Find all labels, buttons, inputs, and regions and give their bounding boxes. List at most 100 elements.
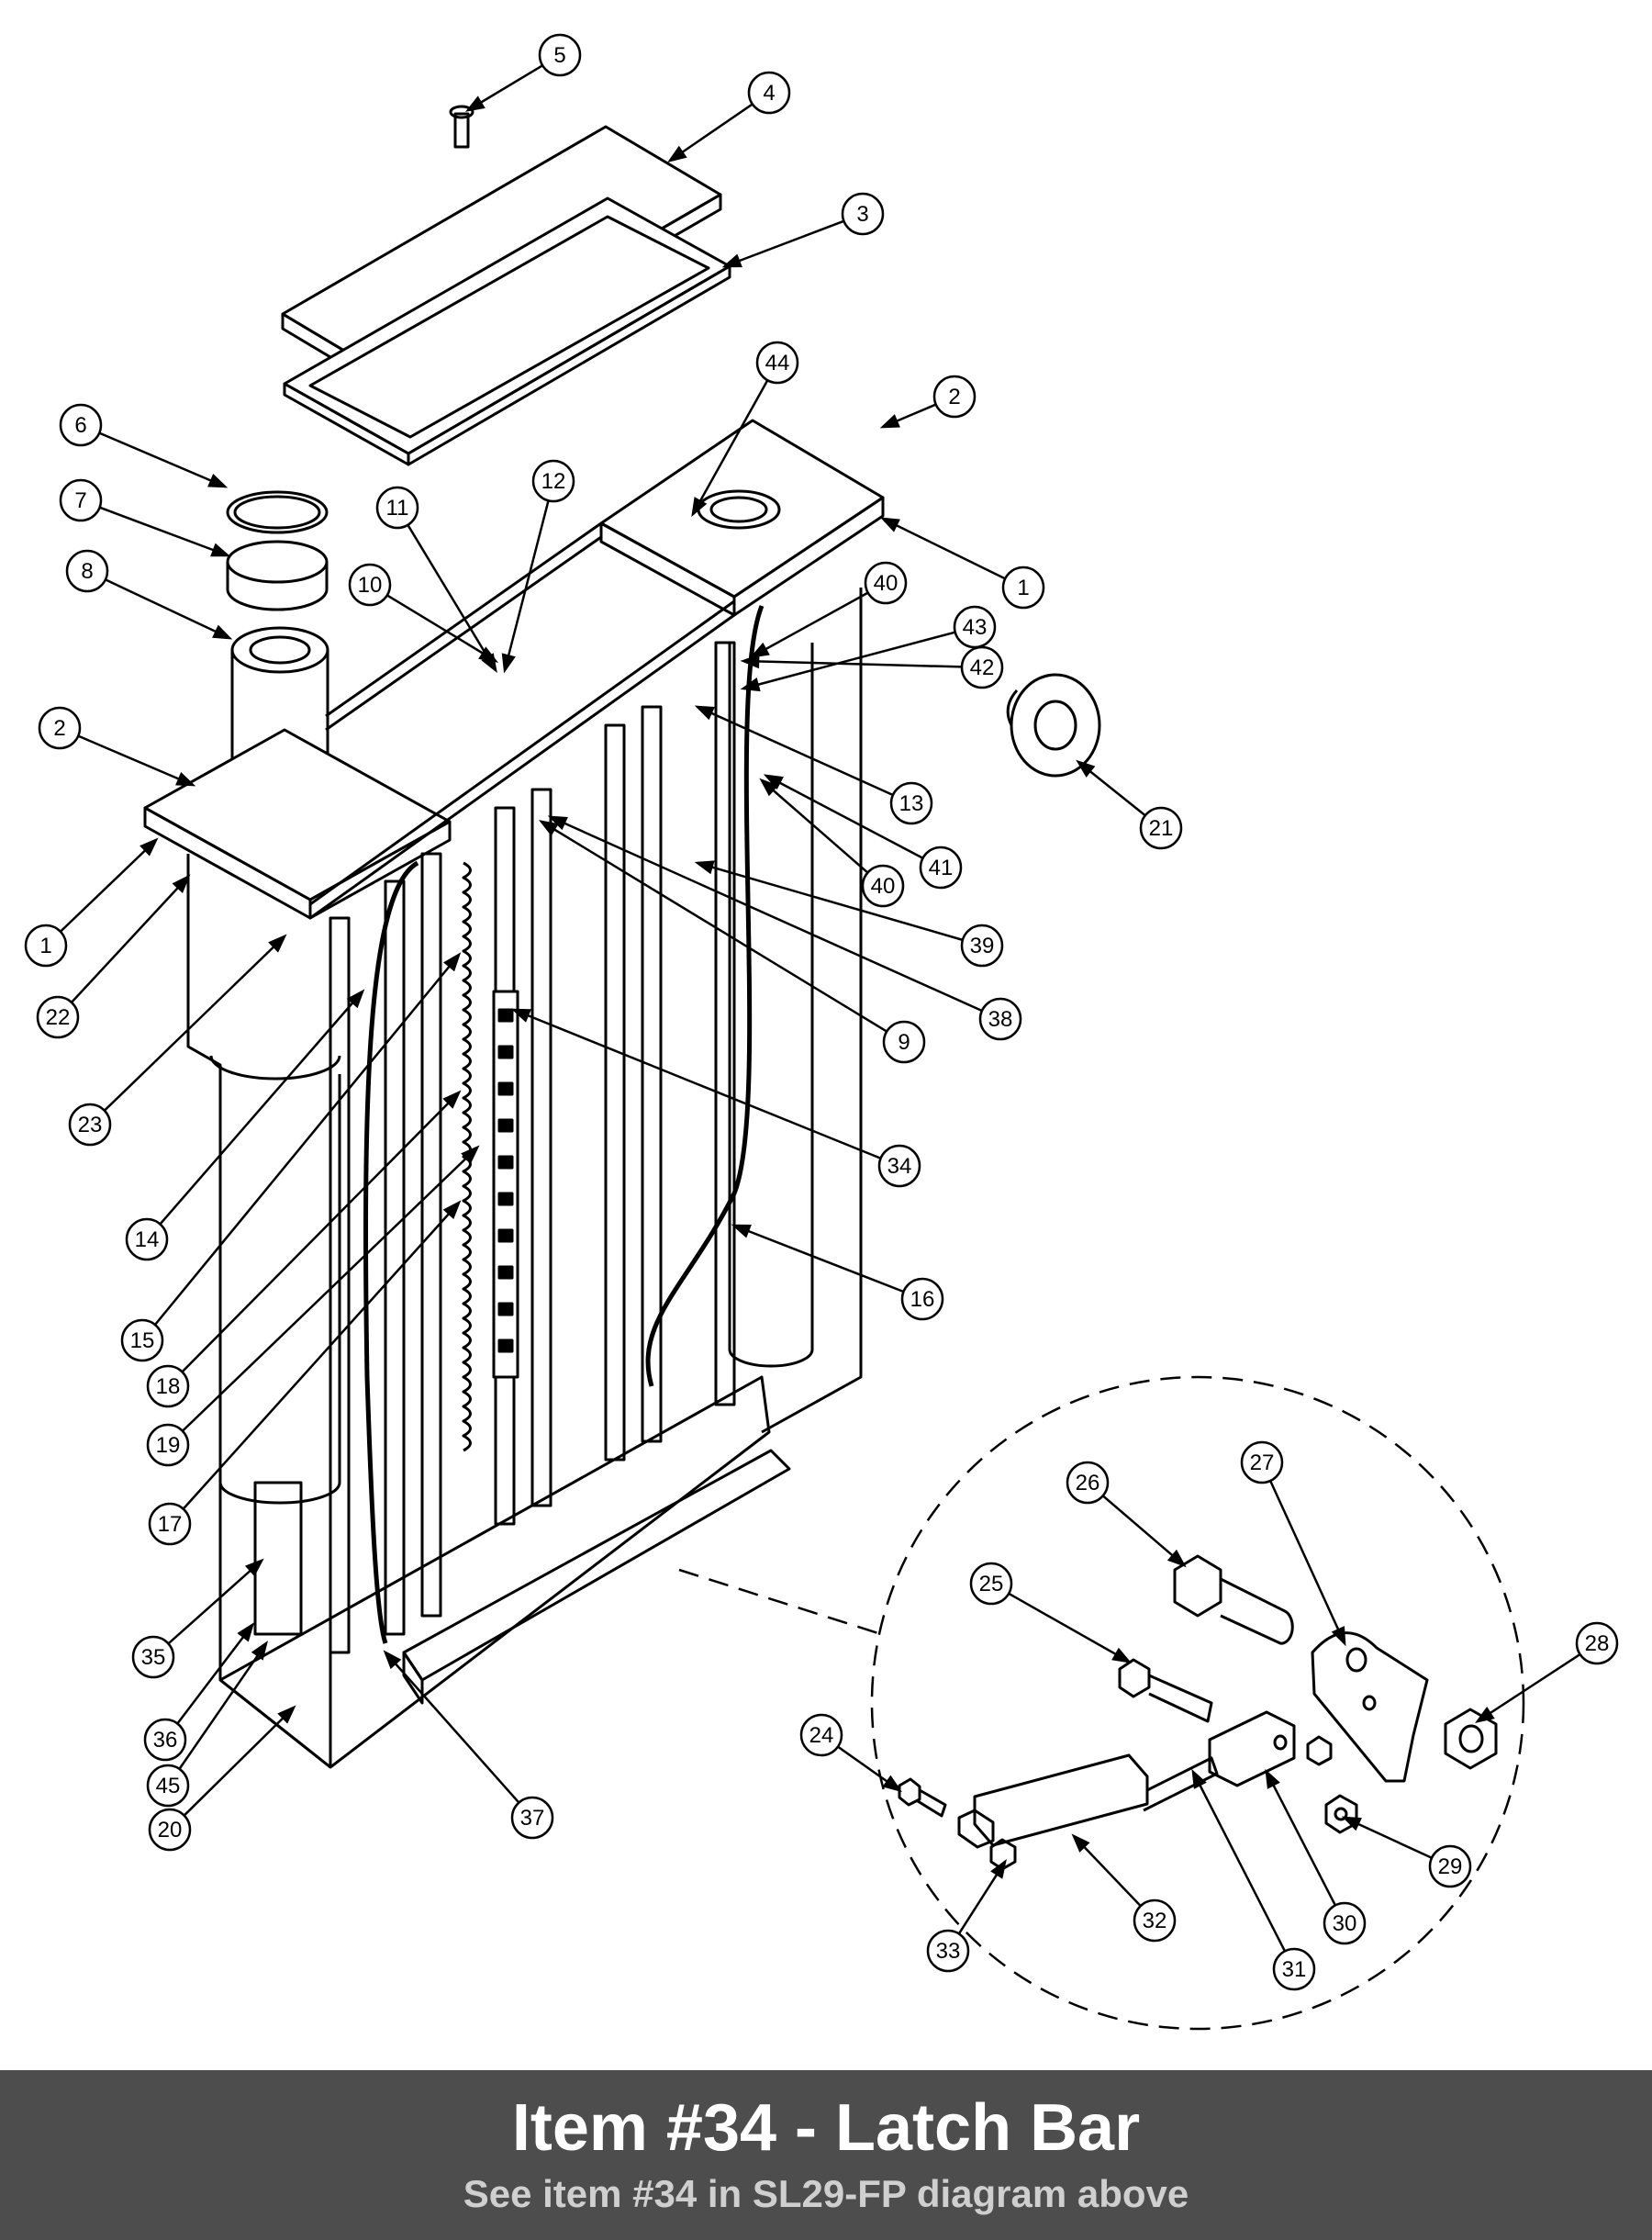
callout-22: 22	[36, 874, 191, 1039]
callout-number: 43	[963, 615, 988, 640]
callout-number: 19	[156, 1433, 181, 1458]
callout-arrowhead	[268, 934, 287, 953]
callout-35: 35	[131, 1558, 264, 1679]
callout-number: 1	[39, 934, 51, 958]
callout-leader	[742, 631, 956, 690]
callout-balloon	[799, 1713, 843, 1757]
callout-number: 21	[1149, 816, 1174, 841]
detail-circle	[870, 1375, 1525, 2031]
callout-number: 32	[1143, 1909, 1167, 1933]
callout-leader	[761, 779, 869, 874]
callout-arrowhead	[879, 517, 900, 532]
callout-number: 4	[763, 81, 775, 106]
callout-balloon	[348, 563, 392, 607]
callout-number: 30	[1333, 1911, 1357, 1936]
callout-balloon	[1066, 1461, 1110, 1505]
callout-14: 14	[125, 989, 365, 1261]
callout-leader	[60, 839, 157, 933]
callout-leader	[181, 1147, 478, 1432]
callout-leader	[513, 1008, 882, 1159]
callout-leader	[733, 1224, 904, 1294]
callout-balloon	[59, 478, 103, 522]
callout-leader	[691, 379, 769, 515]
callout-balloon	[926, 1929, 970, 1973]
callout-balloon	[143, 1718, 187, 1762]
callout-23: 23	[68, 934, 287, 1147]
callout-number: 18	[156, 1374, 181, 1399]
callout-16: 16	[731, 1224, 944, 1321]
callout-arrowhead	[1475, 1707, 1495, 1723]
callout-balloon	[841, 192, 885, 236]
callout-leader	[385, 1652, 520, 1804]
caption-title: Item #34 - Latch Bar	[511, 2091, 1141, 2165]
callout-28: 28	[1475, 1621, 1619, 1723]
callout-number: 33	[936, 1939, 961, 1964]
callout-number: 31	[1282, 1957, 1307, 1982]
callout-36: 36	[143, 1622, 255, 1762]
callouts: 1122345678910111213141516171819202122232…	[24, 33, 1619, 1991]
callout-number: 6	[74, 413, 86, 438]
latch-bar	[492, 990, 519, 1379]
callout-15: 15	[120, 952, 462, 1362]
callout-18: 18	[146, 1090, 462, 1408]
detail-clevis-30	[1208, 1710, 1296, 1787]
callout-arrowhead	[244, 1558, 264, 1577]
callout-7: 7	[59, 478, 231, 557]
callout-leader	[1269, 1480, 1346, 1644]
callout-number: 20	[158, 1818, 183, 1842]
callout-arrowhead	[740, 678, 761, 692]
callout-leader	[99, 506, 229, 557]
callout-number: 40	[874, 571, 899, 596]
callout-number: 24	[809, 1723, 834, 1748]
callout-leader	[697, 705, 894, 797]
callout-balloon	[146, 1423, 190, 1467]
callout-arrowhead	[731, 1224, 752, 1238]
detail-nut-small	[1306, 1735, 1333, 1766]
callout-45: 45	[146, 1641, 269, 1808]
callout-leader	[1008, 1592, 1130, 1663]
callout-balloon	[538, 33, 582, 77]
callout-number: 45	[156, 1774, 181, 1798]
callout-24: 24	[799, 1713, 902, 1793]
callout-number: 22	[46, 1005, 71, 1030]
callout-arrowhead	[251, 1641, 269, 1661]
callout-balloon	[1139, 806, 1183, 850]
callout-balloon	[861, 864, 905, 908]
callout-arrowhead	[443, 952, 462, 972]
callout-number: 44	[765, 351, 790, 375]
flange	[1006, 673, 1101, 778]
callout-number: 34	[887, 1154, 912, 1179]
callout-arrowhead	[172, 874, 191, 893]
callout-arrowhead	[277, 1705, 296, 1724]
callout-number: 12	[541, 469, 566, 494]
callout-arrowhead	[1111, 1647, 1133, 1663]
callout-arrowhead	[140, 837, 159, 857]
spring	[462, 861, 472, 1452]
callout-arrowhead	[481, 653, 497, 674]
callout-leader	[159, 991, 363, 1226]
callout-41: 41	[763, 774, 963, 890]
cylinder-left	[209, 1055, 341, 1636]
callout-balloon	[146, 1364, 190, 1408]
callout-balloon	[1323, 1901, 1367, 1945]
callout-number: 28	[1585, 1631, 1610, 1656]
detail-leader	[678, 1568, 882, 1636]
callout-arrowhead	[501, 653, 516, 674]
callout-balloon	[755, 341, 799, 385]
callout-42: 42	[740, 645, 1004, 689]
caption-bar	[0, 2070, 1652, 2240]
callout-arrowhead	[1166, 1549, 1187, 1568]
callout-leader	[724, 219, 844, 268]
callout-number: 26	[1076, 1471, 1100, 1495]
callout-arrowhead	[694, 860, 715, 875]
callout-arrowhead	[882, 1775, 902, 1793]
callout-number: 25	[979, 1572, 1004, 1596]
callout-number: 7	[74, 488, 86, 513]
callout-19: 19	[146, 1145, 480, 1467]
callout-balloon	[969, 1562, 1013, 1606]
callout-arrowhead	[383, 1650, 402, 1670]
callout-1: 1	[879, 517, 1045, 610]
callout-13: 13	[694, 705, 933, 825]
callout-leader	[386, 594, 497, 663]
callout-leader	[1477, 1652, 1581, 1723]
